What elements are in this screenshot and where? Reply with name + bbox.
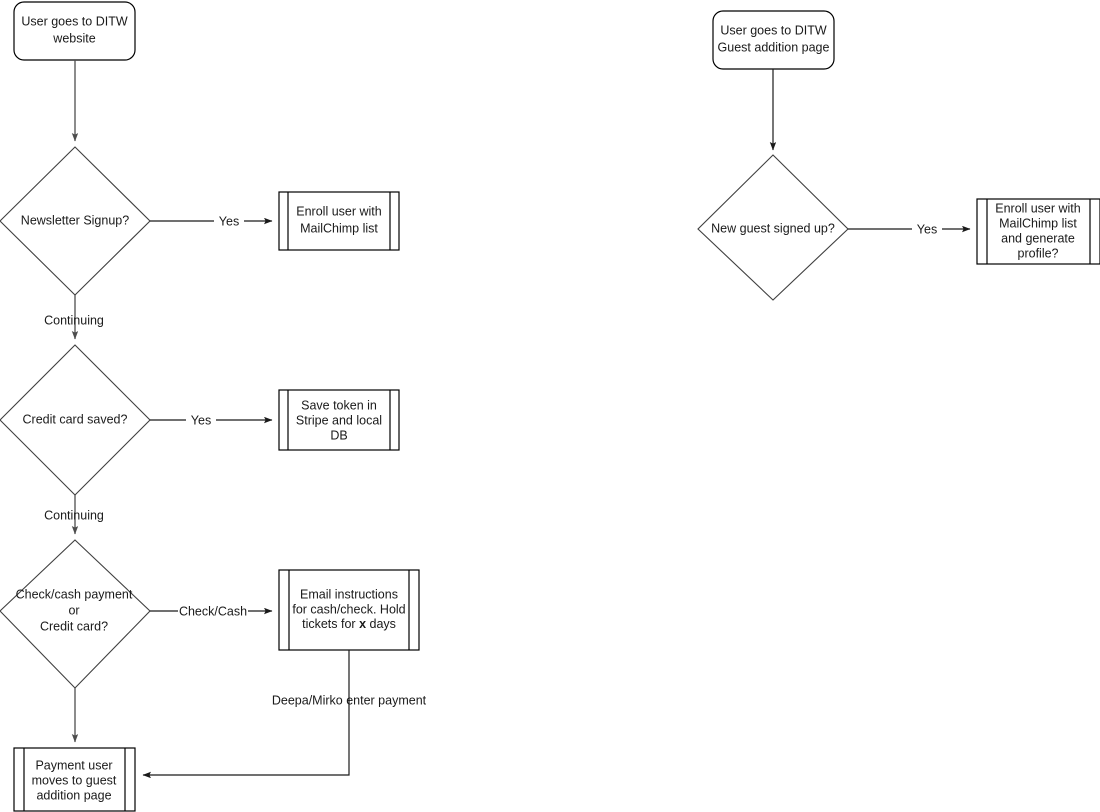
predefined-process-shape bbox=[278, 389, 400, 451]
predefined-process-shape bbox=[278, 191, 400, 251]
node-label-line: Guest addition page bbox=[718, 40, 830, 54]
node-newsletter-signup[interactable]: Newsletter Signup? bbox=[0, 146, 151, 296]
edge-label-newsletter-continuing: Continuing bbox=[44, 313, 104, 327]
edge-manual-payment-return bbox=[142, 650, 350, 779]
node-label-line: moves to guest bbox=[32, 773, 117, 787]
node-label-line: website bbox=[52, 31, 95, 45]
edge-label-backdrop bbox=[186, 412, 216, 428]
node-new-guest-signed-up[interactable]: New guest signed up? bbox=[697, 154, 849, 301]
node-label-line: or bbox=[68, 603, 79, 617]
node-label-line-rich: tickets for x days bbox=[302, 617, 396, 631]
node-credit-card-saved[interactable]: Credit card saved? bbox=[0, 344, 151, 496]
predefined-process-shape bbox=[13, 747, 136, 812]
node-enroll-user-mailchimp-generate-profile[interactable]: Enroll user with MailChimp list and gene… bbox=[976, 198, 1100, 265]
label-part: days bbox=[366, 617, 396, 631]
node-label-line: Enroll user with bbox=[296, 204, 381, 218]
node-label-line: Stripe and local bbox=[296, 413, 382, 427]
node-label-line: Credit card saved? bbox=[23, 412, 128, 426]
node-payment-user-moves-to-guest-addition-page[interactable]: Payment user moves to guest addition pag… bbox=[13, 747, 136, 812]
node-label-line: profile? bbox=[1018, 246, 1059, 260]
node-label-line: User goes to DITW bbox=[21, 14, 127, 28]
node-label-line: and generate bbox=[1001, 231, 1075, 245]
diamond-shape bbox=[697, 154, 849, 301]
node-label-line: User goes to DITW bbox=[720, 23, 826, 37]
edge-label-new-guest-yes: Yes bbox=[917, 222, 937, 236]
edge-label-backdrop bbox=[178, 603, 248, 619]
node-label-line: Payment user bbox=[35, 758, 112, 772]
node-label-line: Save token in bbox=[301, 398, 377, 412]
edge-label-backdrop bbox=[912, 221, 942, 237]
edge-label-backdrop bbox=[214, 213, 244, 229]
node-label-line: Check/cash payment bbox=[16, 587, 133, 601]
node-label-line: Newsletter Signup? bbox=[21, 213, 129, 227]
node-label-line: New guest signed up? bbox=[711, 221, 835, 235]
node-label-line: for cash/check. Hold bbox=[292, 602, 405, 616]
node-label-line: MailChimp list bbox=[999, 216, 1077, 230]
node-save-token-stripe[interactable]: Save token in Stripe and local DB bbox=[278, 389, 400, 451]
node-label-line: Enroll user with bbox=[995, 201, 1080, 215]
node-user-goes-to-ditw-website[interactable]: User goes to DITW website bbox=[13, 1, 136, 61]
edge-label-newsletter-yes: Yes bbox=[219, 214, 239, 228]
edge-label-manual-payment: Deepa/Mirko enter payment bbox=[272, 693, 427, 707]
predefined-process-shape bbox=[976, 198, 1100, 265]
node-label-line: DB bbox=[330, 428, 347, 442]
node-enroll-user-mailchimp[interactable]: Enroll user with MailChimp list bbox=[278, 191, 400, 251]
predefined-process-shape bbox=[278, 569, 420, 651]
edge-label-credit-card-yes: Yes bbox=[191, 413, 211, 427]
edge-label-credit-card-continuing: Continuing bbox=[44, 508, 104, 522]
node-label-line: Credit card? bbox=[40, 619, 108, 633]
label-part: tickets for bbox=[302, 617, 359, 631]
label-part-bold: x bbox=[359, 617, 366, 631]
node-user-goes-to-ditw-guest-addition-page[interactable]: User goes to DITW Guest addition page bbox=[712, 10, 835, 70]
node-label-line: Email instructions bbox=[300, 587, 398, 601]
node-label-line: addition page bbox=[36, 788, 111, 802]
node-label-line: MailChimp list bbox=[300, 221, 378, 235]
node-check-cash-or-credit-card[interactable]: Check/cash payment or Credit card? bbox=[0, 539, 151, 689]
node-email-instructions-cash-check[interactable]: Email instructions for cash/check. Hold … bbox=[278, 569, 420, 651]
edge-label-payment-choice: Check/Cash bbox=[179, 604, 247, 618]
